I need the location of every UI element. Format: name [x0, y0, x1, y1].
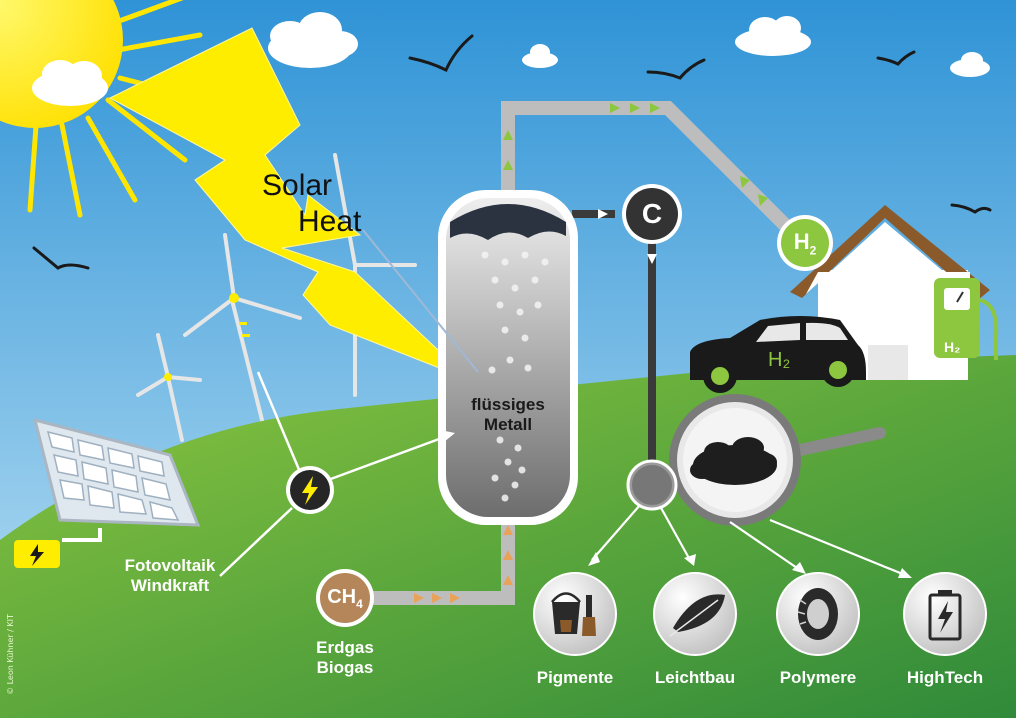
bird [646, 58, 706, 80]
cloud [735, 16, 811, 56]
hydrogen-node [777, 215, 833, 271]
tire-icon [797, 588, 838, 640]
hydrogen-subscript: 2 [809, 243, 817, 258]
arrow-heads [588, 552, 912, 578]
power-connectors [219, 229, 479, 577]
methane-subscript: 4 [356, 597, 363, 611]
cloud [32, 60, 108, 106]
power-input-line1: Fotovoltaik [124, 556, 216, 575]
hydrogen-car: H₂ [690, 316, 866, 393]
pump-h2-label: H₂ [944, 339, 960, 355]
distribution-arrows [591, 504, 906, 577]
carbon-label: C [641, 198, 663, 229]
solar-panel [14, 417, 201, 568]
app-label-pigmente: Pigmente [536, 668, 614, 687]
cloud [522, 44, 558, 68]
lightning-bolt [108, 27, 471, 381]
lightning-icon [286, 466, 334, 514]
solar-label: Solar [262, 169, 333, 202]
carbon-node [622, 184, 682, 244]
feather-icon [669, 594, 725, 637]
methane-pipe [345, 515, 515, 605]
credit-text: © Leon Kühner / KIT [5, 614, 15, 695]
bubbles [481, 251, 549, 502]
pipes [345, 101, 795, 605]
gas-input-label: Erdgas Biogas [295, 638, 395, 678]
bird [876, 50, 916, 66]
app-label-hightech: HighTech [906, 668, 984, 687]
carbon-pile [690, 437, 777, 485]
cloud [268, 12, 358, 68]
flow-markers [414, 103, 768, 603]
hydrogen-pump: H₂ [934, 278, 999, 360]
hydrogen-label: H2 [785, 230, 825, 262]
cloud [950, 52, 990, 77]
car-h2-label: H₂ [768, 349, 790, 371]
power-input-line2: Windkraft [130, 576, 210, 595]
reactor-tank [438, 190, 578, 525]
bird [950, 203, 992, 214]
h2-pipe [501, 101, 795, 235]
hydrogen-symbol: H [793, 229, 810, 254]
reactor-label: flüssiges Metall [446, 395, 570, 435]
bird [408, 34, 474, 73]
gas-input-line2: Biogas [316, 658, 374, 677]
power-input-label: Fotovoltaik Windkraft [110, 556, 230, 596]
methane-label: CH4 [320, 585, 370, 616]
reactor-label-line1: flüssiges [471, 395, 545, 414]
methane-node [316, 569, 374, 627]
heat-label: Heat [298, 205, 362, 238]
reactor-label-line2: Metall [483, 415, 533, 434]
paint-bucket-brush-icon [551, 592, 596, 636]
solar-heat-label: Solar Heat [262, 168, 361, 240]
gas-input-line1: Erdgas [316, 638, 374, 657]
app-label-polymere: Polymere [779, 668, 857, 687]
magnifier [626, 394, 886, 526]
birds [32, 34, 992, 270]
clouds [32, 12, 990, 106]
battery-icon [928, 590, 962, 641]
app-label-leichtbau: Leichtbau [654, 668, 736, 687]
methane-symbol: CH [327, 586, 357, 608]
bird [32, 246, 90, 270]
